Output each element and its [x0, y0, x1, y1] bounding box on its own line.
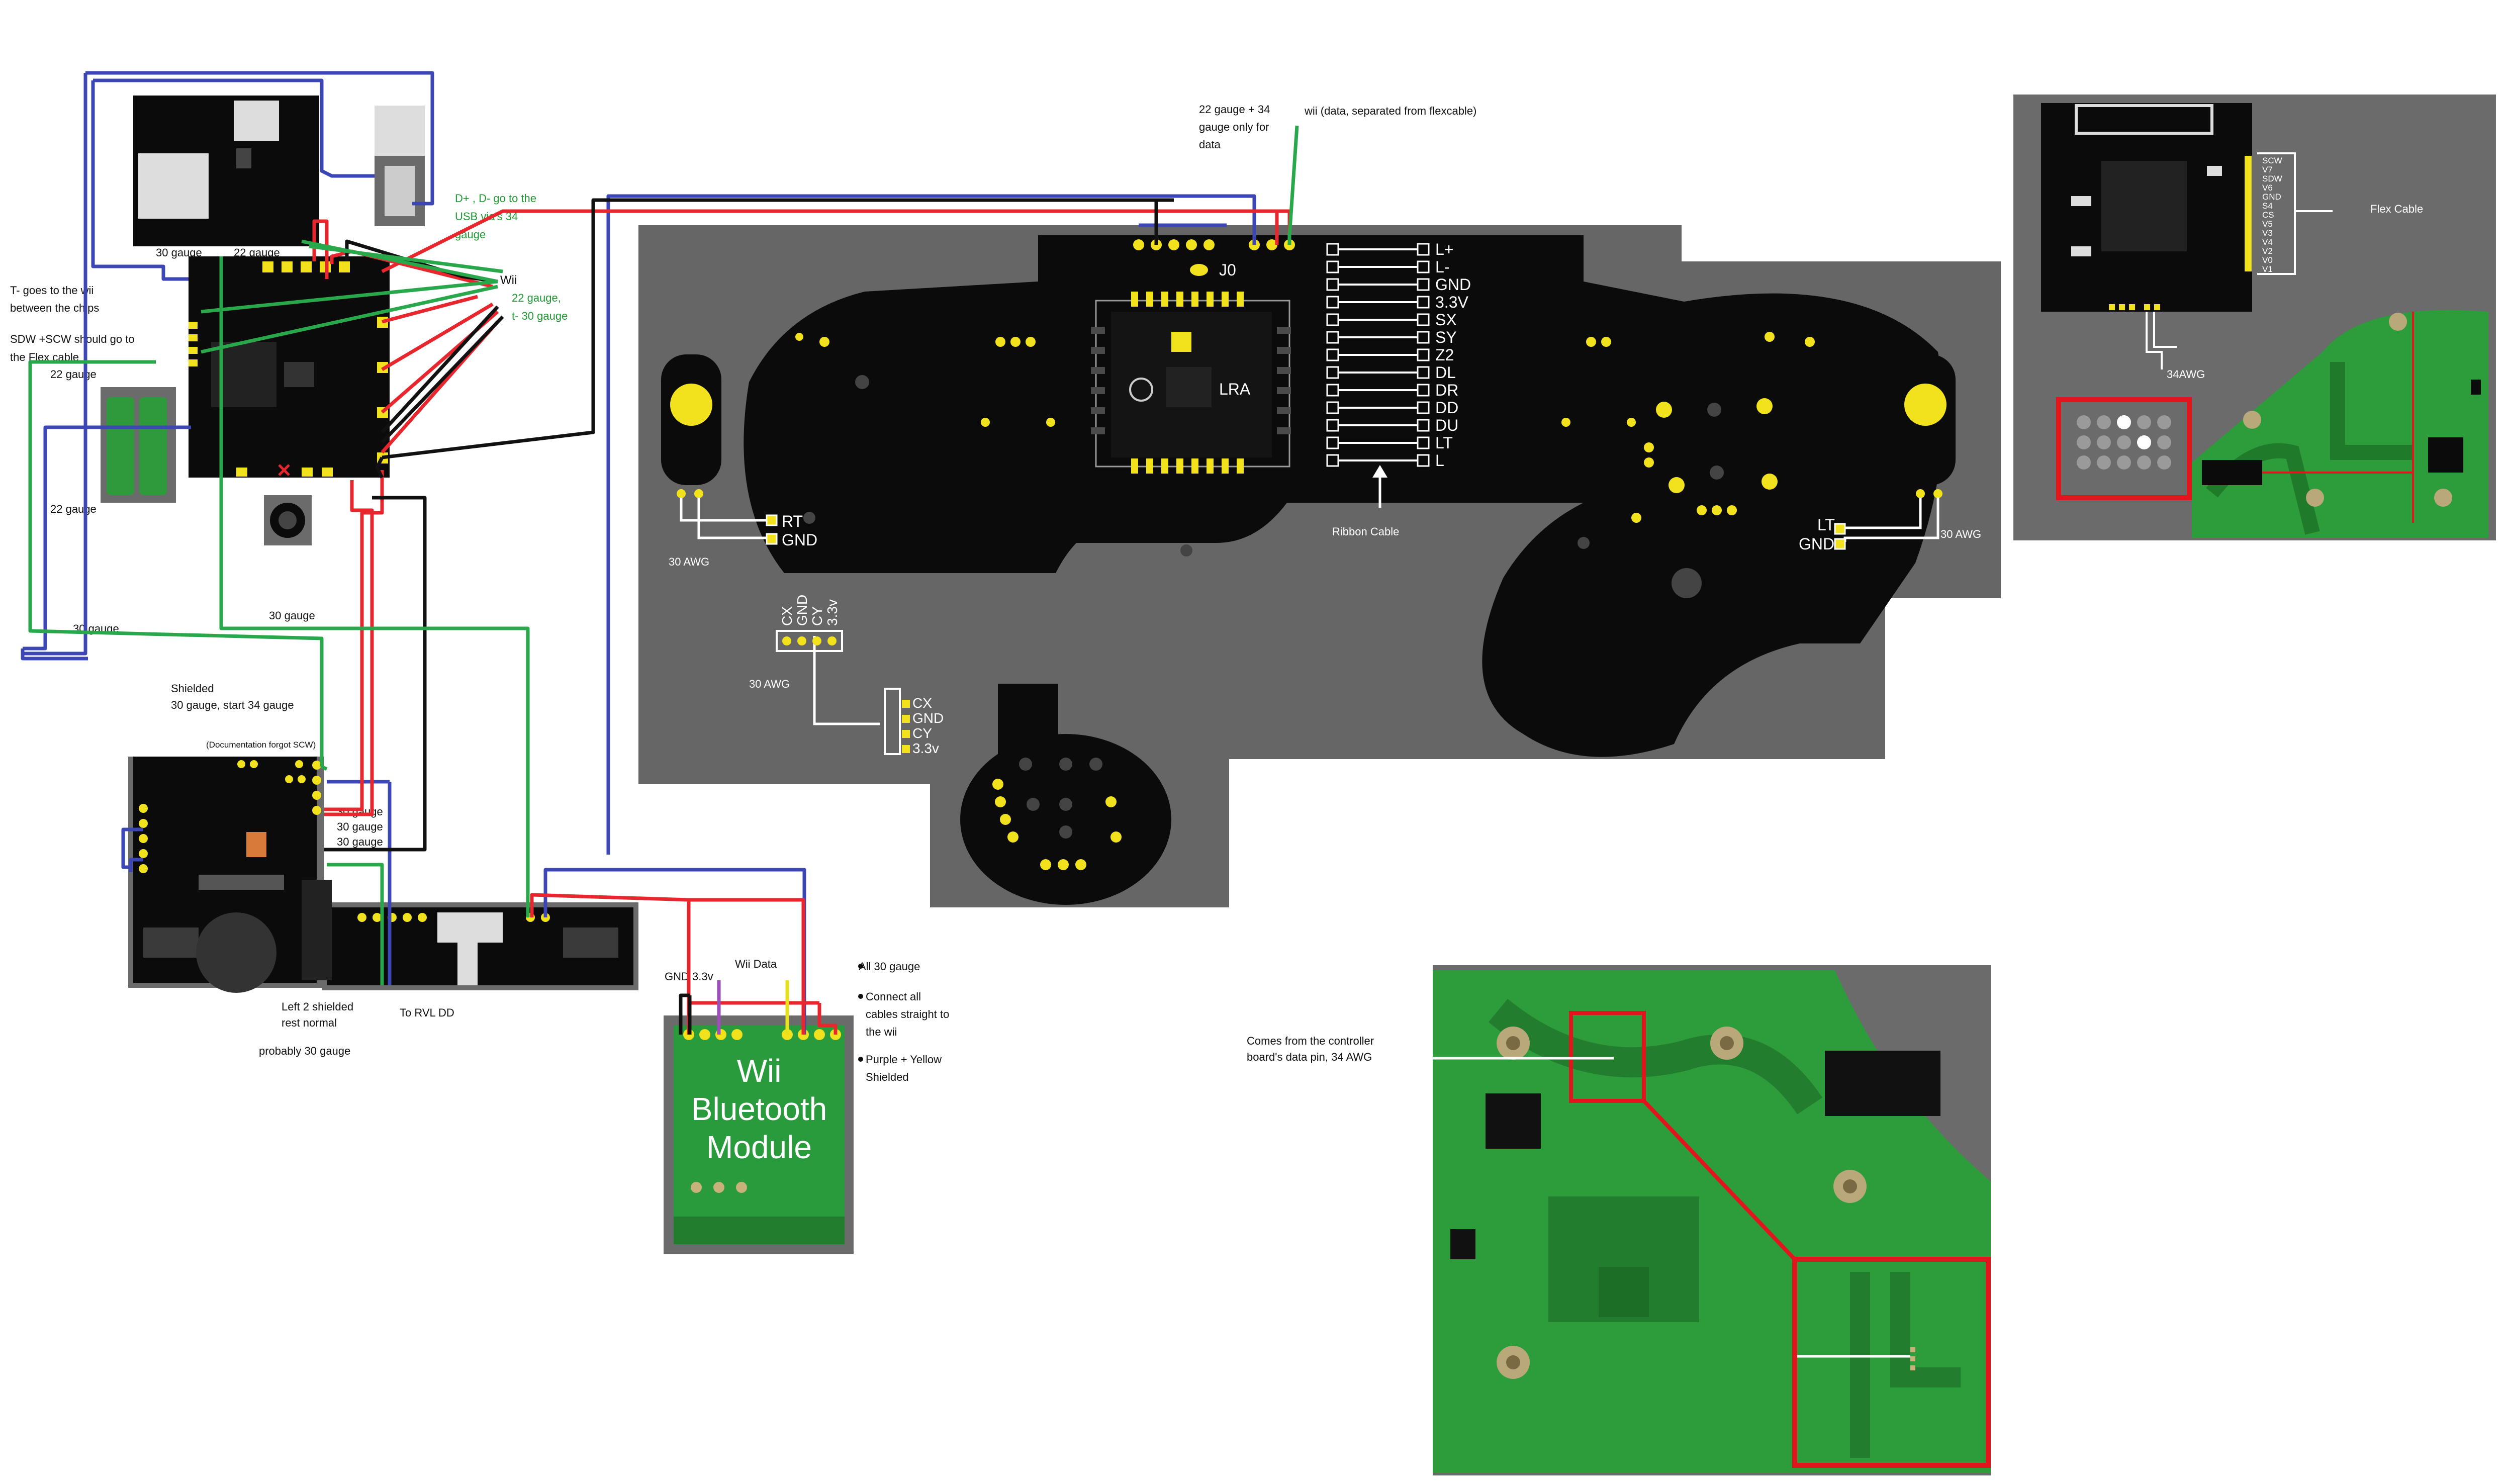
- gauge22-t30-note-1: 22 gauge,: [512, 292, 561, 304]
- all30-note: All 30 gauge: [859, 960, 920, 973]
- doc-forgot-note: (Documentation forgot SCW): [206, 740, 316, 750]
- connect-all-note-2: cables straight to: [866, 1008, 949, 1021]
- ribbon-cable-label: Ribbon Cable: [1332, 525, 1399, 538]
- flex-pin-label: SDW: [2262, 174, 2282, 183]
- ribbon-pin-label: DR: [1435, 381, 1458, 399]
- flex-pin-label: GND: [2262, 192, 2281, 202]
- connect-all-note-1: Connect all: [866, 990, 921, 1003]
- awg34-label: 34AWG: [2167, 368, 2205, 381]
- gauge22-t30-note-2: t- 30 gauge: [512, 310, 568, 322]
- wii-data-top-note: wii (data, separated from flexcable): [1304, 105, 1476, 117]
- flex-pin-label: V2: [2262, 246, 2273, 256]
- cstick-connector-bottom: CX GND CY 3.3v: [884, 688, 944, 756]
- ribbon-pin-label: SY: [1435, 328, 1457, 346]
- ribbon-pin-label: L+: [1435, 240, 1453, 258]
- wires: [21, 71, 1299, 1035]
- charger-board: [101, 96, 425, 545]
- g30-2-label: 30 gauge: [337, 820, 383, 833]
- gauge22-a-label: 22 gauge: [234, 246, 280, 259]
- flex-pin-label: V3: [2262, 228, 2273, 238]
- ribbon-pin-labels: L+ L- GND 3.3V SX SY Z2 DL DR DD DU LT L: [1435, 240, 1471, 470]
- flex-pin-label: V6: [2262, 183, 2273, 193]
- cx-pin-label: 3.3v: [912, 740, 939, 756]
- wii-module-line-1: Wii: [737, 1053, 782, 1089]
- wii-module-line-3: Module: [706, 1129, 812, 1165]
- wii-bluetooth-module: Wii Bluetooth Module: [664, 1015, 854, 1254]
- flex-pin-label: V1: [2262, 264, 2273, 274]
- j0-label: J0: [1219, 261, 1236, 279]
- cx-vert-label: CX: [779, 606, 795, 626]
- flex-pin-label: V7: [2262, 165, 2273, 174]
- wii-note: Wii: [500, 273, 517, 287]
- t-minus-note-1: T- goes to the wii: [10, 284, 94, 297]
- data-pin-closeup: [1433, 965, 1991, 1475]
- ribbon-pin-label: L-: [1435, 258, 1449, 276]
- comes-from-note-2: board's data pin, 34 AWG: [1247, 1051, 1372, 1063]
- left2-note-2: rest normal: [282, 1016, 337, 1029]
- cstick-connector-top: CX GND CY 3.3v: [776, 595, 843, 652]
- ribbon-pin-label: L: [1435, 451, 1444, 470]
- cx-pin-label: GND: [912, 710, 944, 726]
- awg30-left-label: 30 AWG: [669, 555, 709, 568]
- ribbon-connector: L+ L- GND 3.3V SX SY Z2 DL DR DD DU LT L…: [1326, 240, 1471, 538]
- flex-cable-panel: SCW V7 SDW V6 GND S4 CS V5 V3 V4 V2 V0 V…: [2013, 95, 2496, 540]
- ribbon-pin-label: 3.3V: [1435, 293, 1468, 311]
- wii-data-label: Wii Data: [735, 958, 777, 970]
- g30-3-label: 30 gauge: [337, 836, 383, 848]
- probably-note: probably 30 gauge: [259, 1045, 350, 1057]
- flex-pin-label: V5: [2262, 219, 2273, 229]
- shielded-note-2: 30 gauge, start 34 gauge: [171, 699, 294, 711]
- cx-vert-label: 3.3v: [824, 599, 840, 626]
- left2-note-1: Left 2 shielded: [282, 1000, 353, 1013]
- gauge22-c-label: 22 gauge: [50, 503, 97, 515]
- dplus-note-3: gauge: [455, 228, 486, 241]
- flex-pin-label: SCW: [2262, 156, 2282, 165]
- gnd-left-label: GND: [782, 531, 817, 549]
- ribbon-pin-label: SX: [1435, 311, 1457, 329]
- ribbon-pin-label: DU: [1435, 416, 1458, 434]
- dplus-note-1: D+ , D- go to the: [455, 192, 536, 205]
- shielded-note-1: Shielded: [171, 682, 214, 695]
- lt-label: LT: [1817, 516, 1835, 534]
- wii-module-line-2: Bluetooth: [691, 1091, 827, 1127]
- gauge30-a-label: 30 gauge: [156, 246, 202, 259]
- gauge-22-34-note-1: 22 gauge + 34: [1199, 103, 1270, 116]
- flex-cable-label: Flex Cable: [2370, 203, 2423, 215]
- to-rvl-note: To RVL DD: [400, 1006, 454, 1019]
- gauge30-c-label: 30 gauge: [269, 609, 315, 622]
- purple-yellow-note-1: Purple + Yellow: [866, 1053, 942, 1066]
- flex-pin-label: S4: [2262, 201, 2273, 211]
- flex-pin-labels: SCW V7 SDW V6 GND S4 CS V5 V3 V4 V2 V0 V…: [2262, 156, 2282, 274]
- cx-pin-label: CY: [912, 725, 932, 741]
- flex-pin-label: V4: [2262, 237, 2273, 247]
- connect-all-note-3: the wii: [866, 1026, 897, 1038]
- flex-pin-label: CS: [2262, 210, 2274, 220]
- ribbon-pin-label: Z2: [1435, 346, 1454, 364]
- cx-vert-label: GND: [794, 595, 810, 626]
- gauge22-b-label: 22 gauge: [50, 368, 97, 381]
- gauge-22-34-note-2: gauge only for: [1199, 121, 1269, 133]
- purple-yellow-note-2: Shielded: [866, 1071, 909, 1083]
- sdw-note-1: SDW +SCW should go to: [10, 333, 135, 345]
- ribbon-pin-label: LT: [1435, 434, 1453, 452]
- cx-vert-label: CY: [809, 606, 825, 626]
- rt-label: RT: [782, 512, 803, 530]
- comes-from-note-1: Comes from the controller: [1247, 1035, 1374, 1047]
- ribbon-pin-label: DL: [1435, 363, 1456, 382]
- awg30-right-label: 30 AWG: [1940, 528, 1981, 540]
- awg30-cx-label: 30 AWG: [749, 678, 790, 690]
- ribbon-pin-label: GND: [1435, 275, 1471, 294]
- flex-pin-label: V0: [2262, 255, 2273, 265]
- controller-board-panel: LRA J0: [638, 225, 2001, 907]
- cx-pin-label: CX: [912, 695, 932, 711]
- wii-board: [128, 757, 638, 993]
- ribbon-pin-label: DD: [1435, 399, 1458, 417]
- gnd-right-label: GND: [1799, 535, 1834, 553]
- lra-label: LRA: [1219, 380, 1251, 398]
- gauge-22-34-note-3: data: [1199, 138, 1221, 151]
